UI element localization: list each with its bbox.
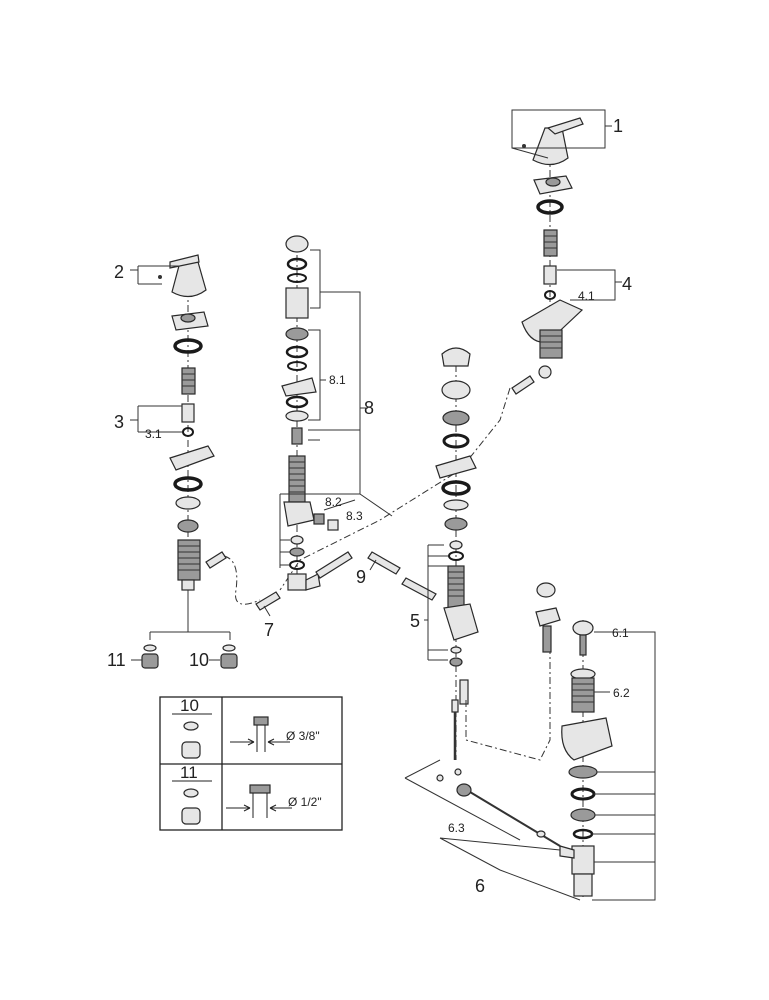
- cartridge-icon: [543, 265, 557, 300]
- pop-up-drain-icon: [572, 620, 594, 656]
- o-ring-icon: [536, 199, 564, 215]
- hose-icon: [511, 375, 535, 395]
- adapter-nut-icon: [181, 788, 201, 825]
- spout-shank-icon: [443, 565, 479, 641]
- callout-6-1: 6.1: [612, 626, 629, 640]
- adapter-nut-icon: [220, 644, 238, 669]
- nut-icon: [289, 547, 305, 557]
- washer-icon: [443, 499, 469, 511]
- escutcheon-icon: [533, 175, 573, 195]
- callout-10: 10: [189, 650, 209, 670]
- adapter-nut-icon: [181, 721, 201, 759]
- o-ring-icon: [285, 345, 309, 359]
- callout-8-2: 8.2: [325, 495, 342, 509]
- cover-icon: [441, 380, 471, 400]
- cartridge-icon: [181, 403, 195, 437]
- handle-icon: [158, 254, 207, 298]
- escutcheon-icon: [171, 311, 209, 331]
- o-ring-icon: [570, 787, 596, 801]
- callout-8-1: 8.1: [329, 373, 346, 387]
- callout-8: 8: [364, 398, 374, 418]
- bracket-icon: [281, 377, 317, 397]
- callout-3: 3: [114, 412, 124, 432]
- drain-assembly: [436, 620, 613, 900]
- callout-2: 2: [114, 262, 124, 282]
- handle-icon: [522, 117, 584, 166]
- washer-icon: [449, 540, 463, 550]
- o-ring-icon: [441, 480, 471, 496]
- washer-icon: [285, 410, 309, 422]
- pop-up-knob-icon: [535, 582, 561, 653]
- callout-11: 11: [107, 650, 126, 670]
- hose-icon: [205, 551, 227, 569]
- cap-icon: [285, 235, 309, 253]
- size-label-1-2: Ø 1/2": [288, 795, 322, 809]
- spindle-icon: [181, 367, 196, 395]
- spout-assembly: [255, 235, 437, 611]
- hose-path-right: [279, 387, 511, 591]
- washer-icon: [450, 646, 462, 654]
- callout-6: 6: [475, 876, 485, 896]
- callout-9: 9: [356, 567, 366, 587]
- nut-icon: [449, 657, 463, 667]
- washer-icon: [290, 535, 304, 545]
- lift-rod-path: [465, 650, 551, 761]
- callout-5: 5: [410, 611, 420, 631]
- left-valve-assembly: [141, 254, 261, 669]
- callout-4: 4: [622, 274, 632, 294]
- callout-6-2: 6.2: [613, 686, 630, 700]
- o-ring-icon: [442, 433, 470, 449]
- o-ring-icon: [448, 551, 464, 561]
- bushing-icon: [291, 427, 303, 445]
- callout-8-3: 8.3: [346, 509, 363, 523]
- flange-icon: [568, 765, 598, 779]
- nut-icon: [285, 327, 309, 341]
- tee-connector-icon: [287, 573, 321, 591]
- right-valve-assembly: [279, 117, 584, 591]
- spout-icon: [441, 347, 471, 367]
- pipe-diagram-3-8: [230, 716, 290, 752]
- fitting-icon: [313, 513, 339, 531]
- callout-3-1: 3.1: [145, 427, 162, 441]
- hose-icon: [255, 551, 437, 611]
- sleeve-icon: [285, 287, 309, 319]
- table-row-10-number: 10: [180, 696, 199, 715]
- mounting-bracket-icon: [169, 445, 215, 591]
- spindle-icon: [543, 229, 558, 257]
- o-ring-icon: [287, 273, 307, 283]
- callout-4-1: 4.1: [578, 289, 595, 303]
- size-label-3-8: Ø 3/8": [286, 729, 320, 743]
- mounting-bracket-icon: [521, 299, 584, 379]
- table-row-11-number: 11: [180, 763, 198, 782]
- adapter-leader: [149, 590, 231, 640]
- bracket-icon: [435, 455, 477, 479]
- gasket-icon: [561, 717, 613, 761]
- o-ring-icon: [285, 395, 309, 409]
- callout-7: 7: [264, 620, 274, 640]
- o-ring-icon: [287, 361, 307, 371]
- tailpiece-icon: [559, 845, 595, 897]
- hose-path-left: [223, 555, 261, 605]
- o-ring-icon: [173, 338, 203, 354]
- o-ring-icon: [286, 257, 308, 271]
- size-table: 10 11 Ø 3/8" Ø 1/2": [159, 696, 343, 831]
- pivot-rod-icon: [436, 768, 561, 847]
- adapter-nut-icon: [141, 644, 159, 669]
- drain-body-icon: [570, 668, 596, 713]
- callout-6-3: 6.3: [448, 821, 465, 835]
- nut-icon: [442, 410, 470, 426]
- pop-up-rod-icon: [451, 679, 469, 760]
- diverter-body-icon: [283, 455, 315, 527]
- nut-icon: [444, 517, 468, 531]
- callout-1: 1: [613, 116, 623, 136]
- spout-body-assembly: [435, 347, 561, 761]
- leader-lines: [130, 109, 656, 901]
- nut-icon: [570, 808, 596, 822]
- pipe-diagram-1-2: [226, 784, 292, 818]
